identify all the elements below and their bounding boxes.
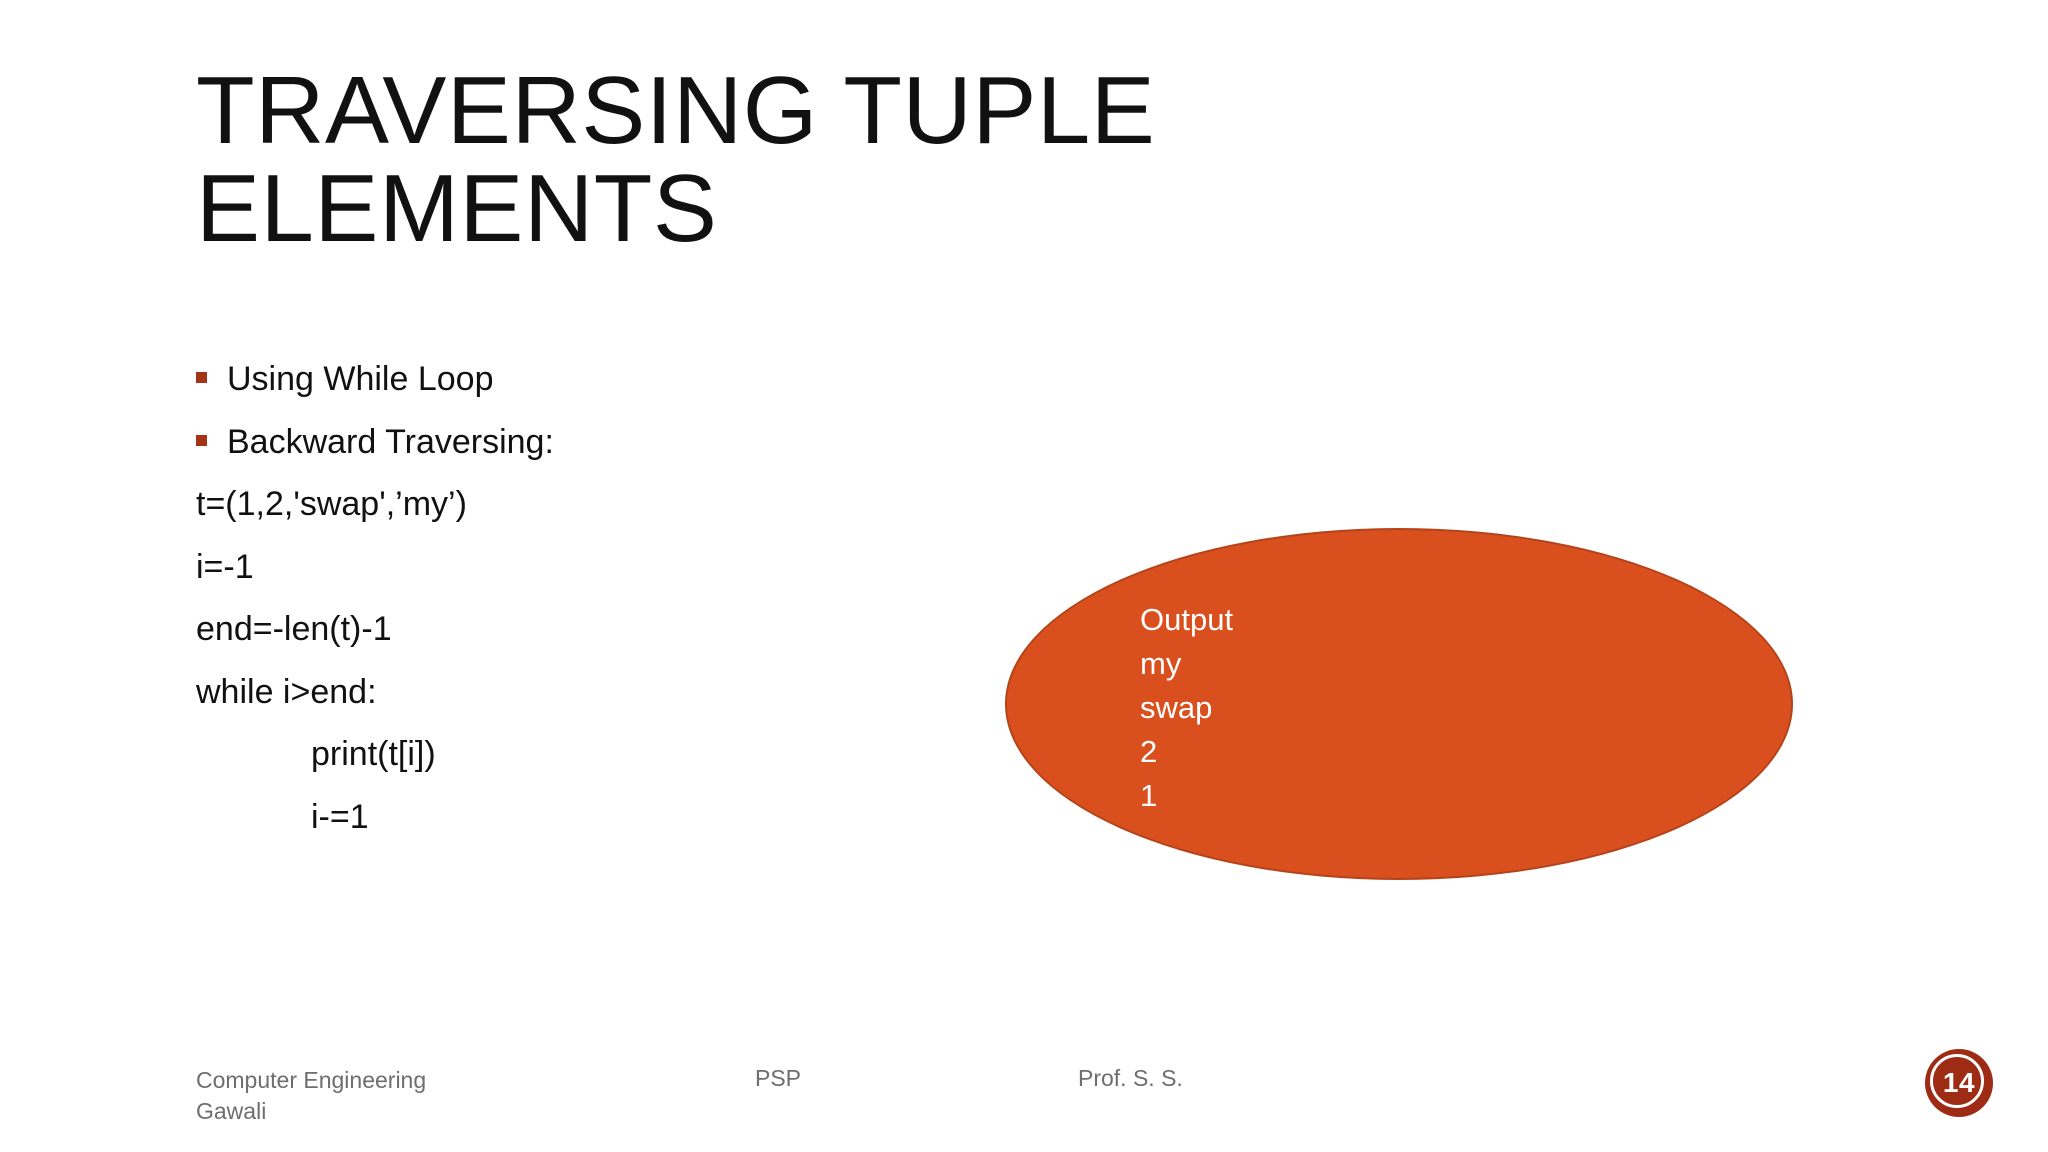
code-line: i-=1 bbox=[311, 797, 369, 836]
list-item-label: Backward Traversing: bbox=[227, 422, 554, 461]
list-item: Using While Loop bbox=[196, 358, 1016, 401]
page-number-badge: 14 bbox=[1925, 1049, 1993, 1117]
code-line: t=(1,2,'swap',’my’) bbox=[196, 485, 467, 523]
callout-line: my bbox=[1140, 646, 1182, 682]
footer-department: Computer Engineering Gawali bbox=[196, 1067, 427, 1125]
output-callout-ellipse bbox=[1005, 528, 1793, 880]
list-item: Backward Traversing: bbox=[196, 421, 1016, 464]
code-line: i=-1 bbox=[196, 547, 254, 586]
list-item-label: Using While Loop bbox=[227, 360, 494, 398]
callout-line: 1 bbox=[1140, 778, 1158, 814]
callout-line: swap bbox=[1140, 690, 1213, 726]
code-line: print(t[i]) bbox=[311, 735, 436, 773]
callout-line: Output bbox=[1140, 602, 1234, 637]
footer-subject: PSP bbox=[755, 1065, 802, 1091]
square-bullet-icon bbox=[196, 372, 207, 383]
square-bullet-icon bbox=[196, 434, 207, 446]
page-title: Traversing Tuple Elements bbox=[196, 57, 1156, 262]
code-line: while i>end: bbox=[196, 672, 377, 711]
page-number-label: 14 bbox=[1942, 1067, 1976, 1098]
output-callout-text: Output my swap 2 1 bbox=[1140, 598, 1233, 818]
code-line: end=-len(t)-1 bbox=[196, 610, 392, 648]
body-content: Using While Loop Backward Traversing: t=… bbox=[196, 358, 1016, 858]
footer-author: Prof. S. S. bbox=[1078, 1065, 1183, 1091]
callout-line: 2 bbox=[1140, 734, 1158, 770]
